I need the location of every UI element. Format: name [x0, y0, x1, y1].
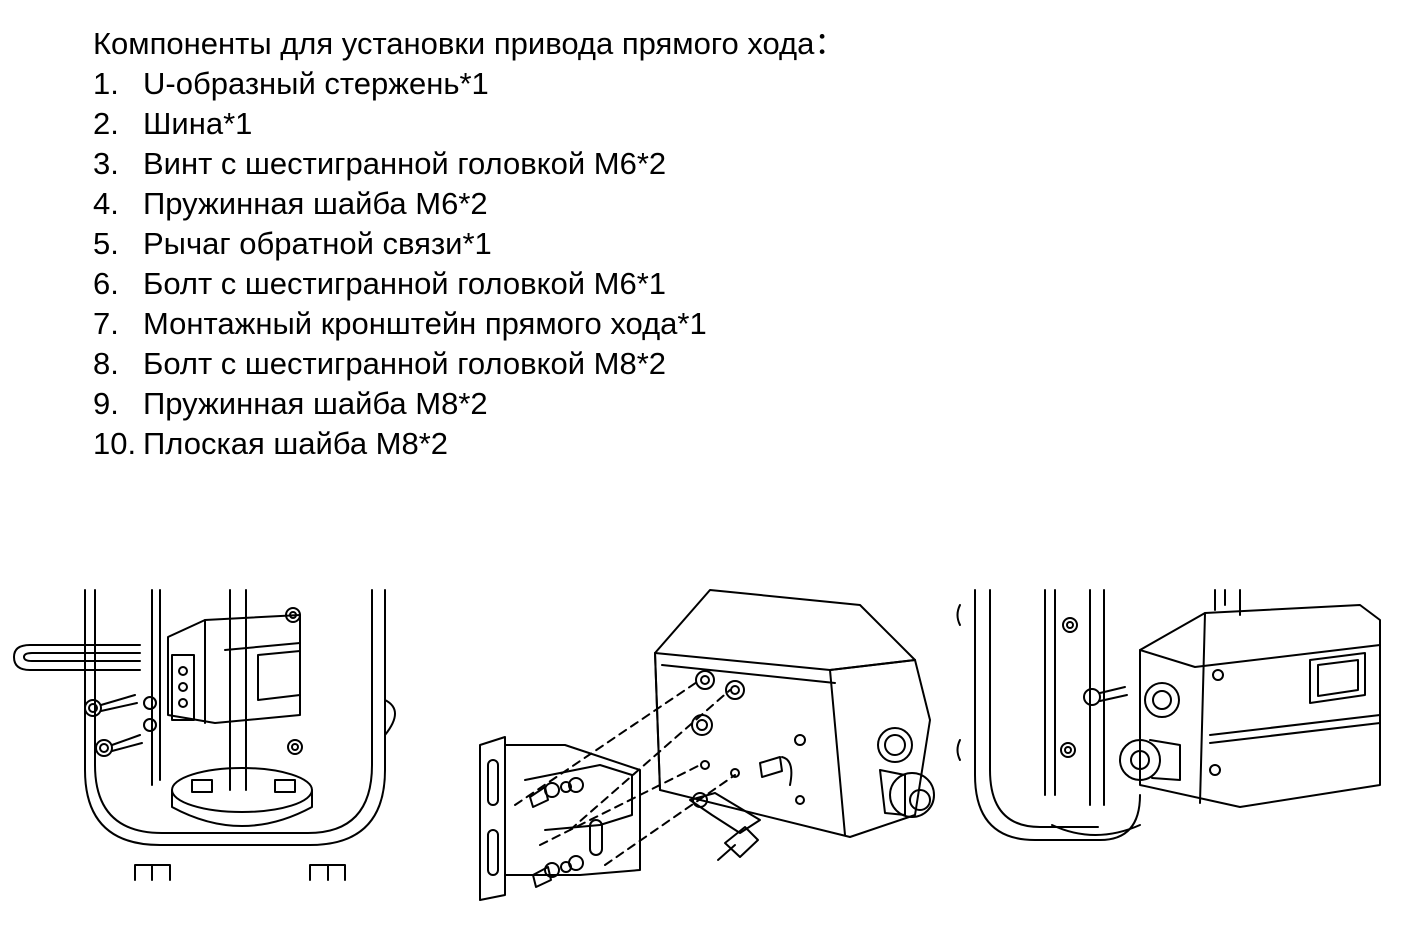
list-item: 7. Монтажный кронштейн прямого хода*1 — [93, 304, 707, 344]
list-item: 8. Болт с шестигранной головкой M8*2 — [93, 344, 707, 384]
item-text: U-образный стержень*1 — [143, 66, 489, 101]
list-item: 4. Пружинная шайба M6*2 — [93, 184, 707, 224]
list-item: 9. Пружинная шайба M8*2 — [93, 384, 707, 424]
positioner-exploded-drawing — [480, 590, 934, 900]
item-text: Болт с шестигранной головкой M8*2 — [143, 346, 667, 381]
item-text: Шина*1 — [143, 106, 253, 141]
item-text: Пружинная шайба M6*2 — [143, 186, 488, 221]
list-item: 1. U-образный стержень*1 — [93, 64, 707, 104]
item-text: Плоская шайба M8*2 — [143, 426, 449, 461]
item-number: 10. — [93, 426, 137, 461]
item-number: 3. — [93, 146, 119, 181]
list-item: 3. Винт с шестигранной головкой M6*2 — [93, 144, 707, 184]
item-text: Рычаг обратной связи*1 — [143, 226, 492, 261]
list-item: 6. Болт с шестигранной головкой M6*1 — [93, 264, 707, 304]
components-title: Компоненты для установки привода прямого… — [93, 26, 846, 61]
item-text: Болт с шестигранной головкой M6*1 — [143, 266, 667, 301]
item-text: Монтажный кронштейн прямого хода*1 — [143, 306, 707, 341]
item-number: 7. — [93, 306, 119, 341]
item-text: Винт с шестигранной головкой M6*2 — [143, 146, 667, 181]
item-number: 2. — [93, 106, 119, 141]
item-text: Пружинная шайба M8*2 — [143, 386, 488, 421]
item-number: 4. — [93, 186, 119, 221]
item-number: 9. — [93, 386, 119, 421]
item-number: 5. — [93, 226, 119, 261]
item-number: 6. — [93, 266, 119, 301]
list-item: 10.Плоская шайба M8*2 — [93, 424, 707, 464]
list-item: 2. Шина*1 — [93, 104, 707, 144]
components-list: 1. U-образный стержень*1 2. Шина*1 3. Винт … — [93, 64, 707, 464]
item-number: 1. — [93, 66, 119, 101]
installation-illustrations — [0, 575, 1425, 905]
actuator-yoke-drawing — [14, 590, 395, 880]
assembled-positioner-drawing — [958, 590, 1381, 840]
list-item: 5. Рычаг обратной связи*1 — [93, 224, 707, 264]
item-number: 8. — [93, 346, 119, 381]
